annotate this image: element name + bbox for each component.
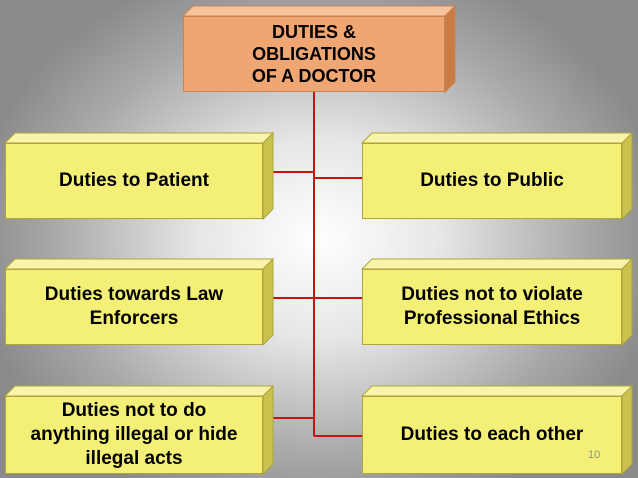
slide-number: 10 — [588, 449, 601, 461]
root-line-2: OBLIGATIONS — [252, 44, 376, 64]
root-box-face: DUTIES & OBLIGATIONS OF A DOCTOR — [183, 16, 445, 92]
box-face: Duties to Patient — [5, 143, 263, 219]
duties-towards-law-enforcers-box: Duties towards Law Enforcers — [3, 257, 275, 347]
duties-not-illegal-box: Duties not to do anything illegal or hid… — [3, 384, 275, 476]
box-label-line-1: Duties not to do — [61, 400, 207, 421]
box-bevel — [360, 384, 634, 476]
box-face: Duties towards Law Enforcers — [5, 269, 263, 345]
root-line-3: OF A DOCTOR — [251, 66, 377, 86]
box-label-line-2: Enforcers — [89, 308, 179, 329]
box-face: Duties not to violate Professional Ethic… — [362, 269, 622, 345]
box-face: Duties to each other — [362, 396, 622, 474]
root-box: DUTIES & OBLIGATIONS OF A DOCTOR — [181, 4, 457, 94]
box-label-line-2: anything illegal or hide — [30, 424, 238, 445]
box-label-line-1: Duties not to violate — [401, 284, 583, 305]
box-label-line-1: Duties towards Law — [44, 284, 224, 305]
root-line-1: DUTIES & — [271, 22, 356, 42]
root-box-bevel — [181, 4, 457, 94]
box-label: Duties to Patient — [59, 170, 209, 191]
duties-to-patient-box: Duties to Patient — [3, 131, 275, 221]
box-bevel — [360, 257, 634, 347]
box-label-line-2: Professional Ethics — [403, 308, 581, 329]
box-bevel — [3, 384, 275, 476]
box-face: Duties to Public — [362, 143, 622, 219]
duties-to-each-other-box: Duties to each other — [360, 384, 634, 476]
box-label: Duties to Public — [420, 170, 564, 191]
duties-to-public-box: Duties to Public — [360, 131, 634, 221]
duties-professional-ethics-box: Duties not to violate Professional Ethic… — [360, 257, 634, 347]
box-label: Duties to each other — [400, 424, 584, 445]
box-face: Duties not to do anything illegal or hid… — [5, 396, 263, 474]
box-bevel — [360, 131, 634, 221]
box-label-line-3: illegal acts — [85, 448, 183, 469]
